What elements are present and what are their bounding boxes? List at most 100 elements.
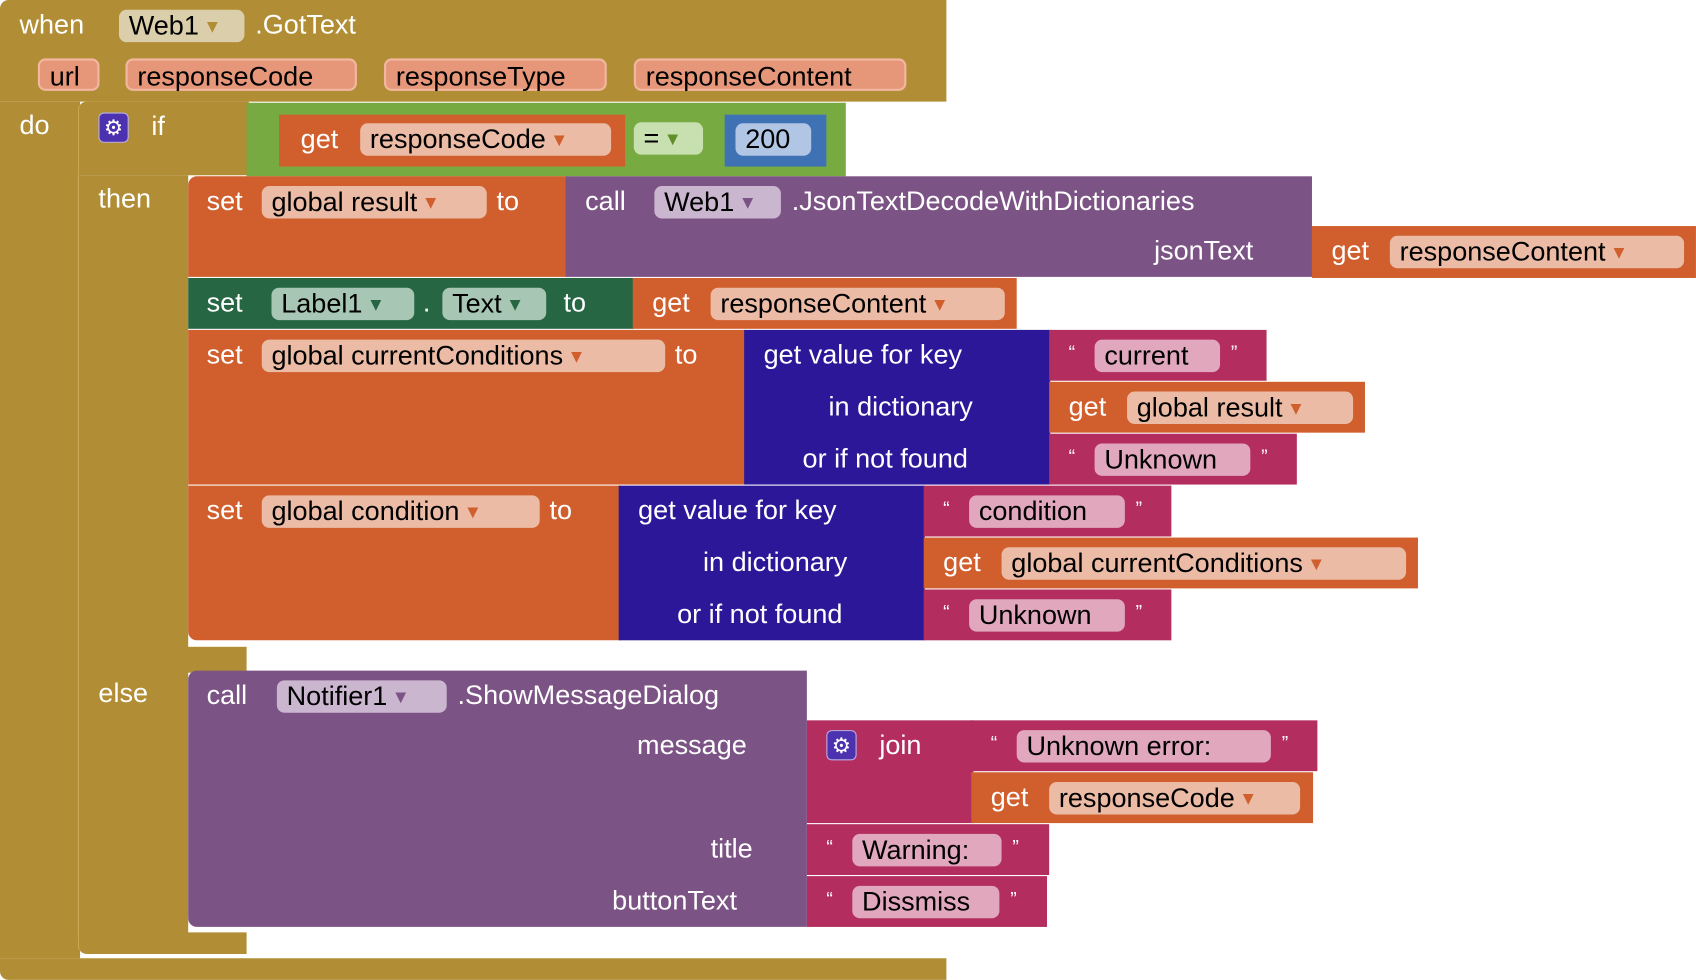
param-responseCode[interactable]: responseCode bbox=[125, 58, 357, 92]
key-label: get value for key bbox=[763, 339, 963, 370]
to-label: to bbox=[549, 495, 573, 526]
var-name: responseCode bbox=[369, 124, 546, 155]
component-dropdown-label1[interactable]: Label1▼ bbox=[271, 287, 415, 321]
number-value[interactable]: 200 bbox=[735, 123, 812, 156]
call-label: call bbox=[206, 680, 248, 711]
param-responseContent[interactable]: responseContent bbox=[633, 58, 907, 92]
param-responseType[interactable]: responseType bbox=[383, 58, 607, 92]
notfound-label: or if not found bbox=[677, 599, 843, 630]
var-name: responseContent bbox=[720, 288, 927, 320]
dropdown-arrow-icon: ▼ bbox=[506, 294, 525, 315]
dropdown-arrow-icon: ▼ bbox=[930, 294, 949, 315]
if-block-else-bar bbox=[77, 646, 247, 673]
var-dropdown-global-result[interactable]: global result▼ bbox=[1127, 391, 1354, 424]
dropdown-arrow-icon: ▼ bbox=[421, 192, 440, 214]
close-quote: ” bbox=[1261, 445, 1268, 468]
close-quote: ” bbox=[1281, 732, 1289, 754]
then-label: then bbox=[98, 183, 152, 215]
operator-dropdown[interactable]: =▼ bbox=[633, 122, 704, 155]
if-block-spine bbox=[77, 175, 189, 938]
get-label: get bbox=[943, 547, 981, 578]
property-dropdown-text[interactable]: Text▼ bbox=[442, 287, 547, 321]
dropdown-arrow-icon: ▼ bbox=[1239, 788, 1258, 810]
open-quote: “ bbox=[826, 887, 833, 910]
message-label: message bbox=[637, 730, 747, 761]
get-label: get bbox=[1331, 235, 1370, 267]
text-value-unknown-error[interactable]: Unknown error: bbox=[1016, 730, 1271, 763]
notfound-label: or if not found bbox=[802, 443, 968, 474]
get-label: get bbox=[652, 287, 690, 318]
dropdown-arrow-icon: ▼ bbox=[463, 501, 482, 523]
text-value-unknown[interactable]: Unknown bbox=[969, 599, 1125, 632]
text-value-unknown[interactable]: Unknown bbox=[1094, 443, 1251, 476]
text-value-condition[interactable]: condition bbox=[969, 495, 1125, 528]
title-label: title bbox=[710, 833, 753, 865]
component-name: Web1 bbox=[664, 187, 735, 218]
set-label: set bbox=[206, 186, 243, 217]
open-quote: “ bbox=[943, 601, 950, 624]
buttonText-label: buttonText bbox=[612, 885, 737, 917]
dot-separator: . bbox=[422, 287, 431, 318]
var-dropdown-global-result[interactable]: global result▼ bbox=[261, 186, 487, 219]
jsonText-label: jsonText bbox=[1154, 235, 1254, 267]
component-dropdown-web1[interactable]: Web1▼ bbox=[654, 186, 781, 219]
component-name: Web1 bbox=[128, 10, 199, 42]
mutator-gear-icon[interactable]: ⚙ bbox=[826, 730, 857, 761]
var-dropdown-responseContent[interactable]: responseContent▼ bbox=[710, 287, 1005, 321]
close-quote: ” bbox=[1135, 601, 1143, 624]
dropdown-arrow-icon: ▼ bbox=[366, 294, 385, 315]
if-block-bottom bbox=[77, 932, 247, 954]
close-quote: ” bbox=[1135, 497, 1143, 520]
event-name: .GotText bbox=[255, 9, 356, 41]
call-notifier1-showmessagedialog-block[interactable] bbox=[188, 670, 807, 927]
method-name: .ShowMessageDialog bbox=[457, 680, 720, 711]
var-dropdown-responseContent[interactable]: responseContent▼ bbox=[1389, 235, 1685, 269]
var-name: responseCode bbox=[1058, 783, 1235, 814]
var-name: global result bbox=[1136, 392, 1283, 423]
var-dropdown-responseCode[interactable]: responseCode▼ bbox=[360, 123, 612, 156]
method-name: .JsonTextDecodeWithDictionaries bbox=[791, 186, 1195, 217]
when-label: when bbox=[19, 9, 85, 41]
dropdown-arrow-icon: ▼ bbox=[1286, 398, 1306, 419]
var-name: global currentConditions bbox=[271, 340, 564, 371]
dropdown-arrow-icon: ▼ bbox=[550, 129, 569, 151]
do-label: do bbox=[19, 110, 50, 141]
open-quote: “ bbox=[826, 836, 833, 858]
set-label: set bbox=[206, 287, 243, 318]
text-value-dissmiss[interactable]: Dissmiss bbox=[852, 885, 1000, 919]
close-quote: ” bbox=[1012, 836, 1019, 858]
get-label: get bbox=[300, 124, 339, 155]
component-name: Notifier1 bbox=[286, 681, 388, 712]
component-dropdown-notifier1[interactable]: Notifier1▼ bbox=[276, 680, 447, 713]
dict-lookup-block[interactable] bbox=[618, 485, 925, 641]
var-name: global condition bbox=[271, 496, 460, 527]
component-dropdown-web1[interactable]: Web1▼ bbox=[118, 9, 245, 43]
dict-label: in dictionary bbox=[828, 391, 973, 422]
text-value-warning[interactable]: Warning: bbox=[852, 833, 1002, 867]
to-label: to bbox=[674, 339, 698, 370]
open-quote: “ bbox=[1068, 341, 1076, 364]
event-block-bottom bbox=[0, 958, 947, 980]
to-label: to bbox=[496, 186, 520, 217]
dropdown-arrow-icon: ▼ bbox=[567, 346, 586, 367]
var-name: responseContent bbox=[1399, 236, 1606, 268]
var-dropdown-global-currentConditions[interactable]: global currentConditions▼ bbox=[1001, 547, 1407, 580]
dropdown-arrow-icon: ▼ bbox=[1609, 242, 1629, 263]
set-label: set bbox=[206, 339, 243, 370]
dropdown-arrow-icon: ▼ bbox=[391, 686, 410, 708]
mutator-gear-icon[interactable]: ⚙ bbox=[98, 112, 129, 143]
param-url[interactable]: url bbox=[37, 58, 100, 92]
dropdown-arrow-icon: ▼ bbox=[1307, 553, 1326, 575]
var-name: global result bbox=[271, 187, 418, 218]
dict-lookup-block[interactable] bbox=[744, 329, 1051, 485]
dict-label: in dictionary bbox=[703, 547, 848, 578]
get-label: get bbox=[990, 781, 1029, 813]
var-dropdown-global-condition[interactable]: global condition▼ bbox=[261, 495, 540, 528]
var-dropdown-responseCode[interactable]: responseCode▼ bbox=[1049, 781, 1301, 815]
open-quote: “ bbox=[1068, 445, 1076, 468]
var-dropdown-global-currentConditions[interactable]: global currentConditions▼ bbox=[261, 339, 666, 373]
set-label: set bbox=[206, 495, 243, 526]
event-block-body bbox=[0, 101, 81, 959]
text-value-current[interactable]: current bbox=[1094, 339, 1221, 373]
